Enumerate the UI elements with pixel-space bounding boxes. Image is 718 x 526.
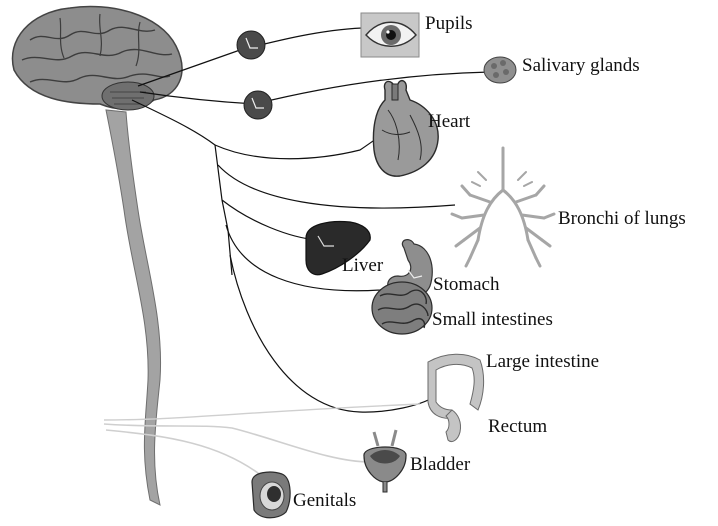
bladder-icon: [364, 430, 406, 492]
label-genitals: Genitals: [293, 491, 356, 510]
eye-icon: [361, 13, 419, 57]
label-heart: Heart: [428, 112, 470, 131]
small-intestine-icon: [372, 282, 432, 334]
label-stomach: Stomach: [433, 275, 500, 294]
sacral-nerves: [104, 424, 370, 462]
salivary-gland-icon: [484, 57, 516, 83]
vagus-nerve: [132, 100, 232, 275]
nerve-salivary: [140, 72, 490, 104]
label-salivary-glands: Salivary glands: [522, 56, 640, 75]
ganglion-pupils: [237, 31, 265, 59]
label-liver: Liver: [342, 256, 383, 275]
lungs-icon: [452, 148, 554, 266]
label-bladder: Bladder: [410, 455, 470, 474]
ganglion-salivary: [244, 91, 272, 119]
large-intestine-icon: [428, 354, 484, 441]
label-bronchi-of-lungs: Bronchi of lungs: [558, 209, 686, 228]
label-small-intestines: Small intestines: [432, 310, 553, 329]
label-pupils: Pupils: [425, 14, 473, 33]
label-rectum: Rectum: [488, 417, 547, 436]
genitals-icon: [252, 472, 290, 518]
label-large-intestine: Large intestine: [486, 352, 599, 371]
spinal-cord: [106, 110, 161, 505]
